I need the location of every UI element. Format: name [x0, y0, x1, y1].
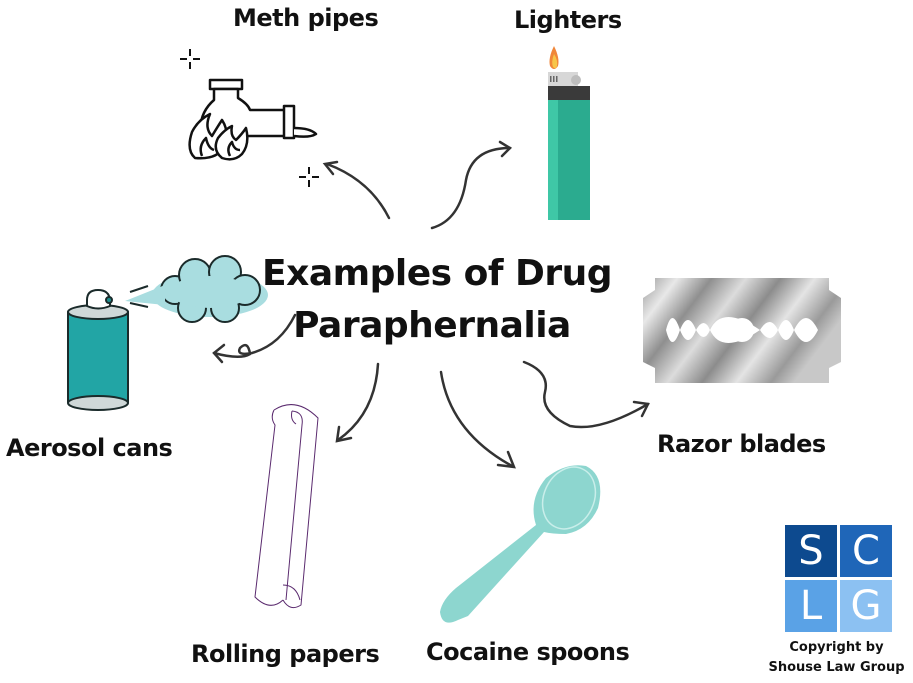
- label-razor-blades: Razor blades: [657, 430, 826, 458]
- razor-blade-icon: [643, 278, 841, 383]
- sparkle-icon: [299, 167, 319, 187]
- arrow-head: [322, 160, 339, 176]
- copyright-line-1: Copyright by: [789, 640, 884, 655]
- shouse-law-group-logo: S C L G: [785, 525, 893, 633]
- label-aerosol-cans: Aerosol cans: [6, 434, 173, 462]
- label-rolling-papers: Rolling papers: [191, 640, 380, 668]
- label-meth-pipes: Meth pipes: [233, 4, 379, 32]
- sparkle-icon: [180, 49, 200, 69]
- logo-cell-l: L: [785, 580, 837, 632]
- arrow-head: [496, 450, 516, 469]
- arrow-head: [498, 140, 513, 158]
- arrow-to-aerosol: [212, 313, 297, 358]
- arrow-to-meth-pipes: [325, 162, 391, 220]
- diagram-title: Examples of Drug Paraphernalia: [262, 248, 613, 352]
- lighter-icon: [548, 46, 590, 220]
- arrow-to-spoons: [439, 370, 514, 468]
- arrow-to-rolling-papers: [336, 362, 380, 442]
- spoon-icon: [440, 465, 601, 623]
- logo-cell-g: G: [840, 580, 892, 632]
- logo-cell-c: C: [840, 525, 892, 577]
- meth-pipe-icon: [188, 78, 318, 161]
- copyright-line-2: Shouse Law Group: [768, 660, 905, 675]
- arrow-head: [335, 425, 353, 443]
- title-line-1: Examples of Drug: [262, 253, 613, 294]
- copyright-notice: Copyright by Shouse Law Group: [760, 638, 913, 678]
- logo-cell-s: S: [785, 525, 837, 577]
- title-line-2: Paraphernalia: [293, 305, 571, 346]
- arrow-head: [632, 400, 650, 418]
- label-cocaine-spoons: Cocaine spoons: [426, 638, 630, 666]
- arrows: [212, 140, 650, 469]
- aerosol-can-icon: [67, 255, 268, 411]
- arrow-to-lighters: [430, 146, 512, 230]
- arrow-head: [212, 343, 226, 364]
- label-lighters: Lighters: [514, 6, 622, 34]
- rolling-paper-icon: [254, 404, 319, 609]
- arrow-to-razor: [522, 360, 650, 429]
